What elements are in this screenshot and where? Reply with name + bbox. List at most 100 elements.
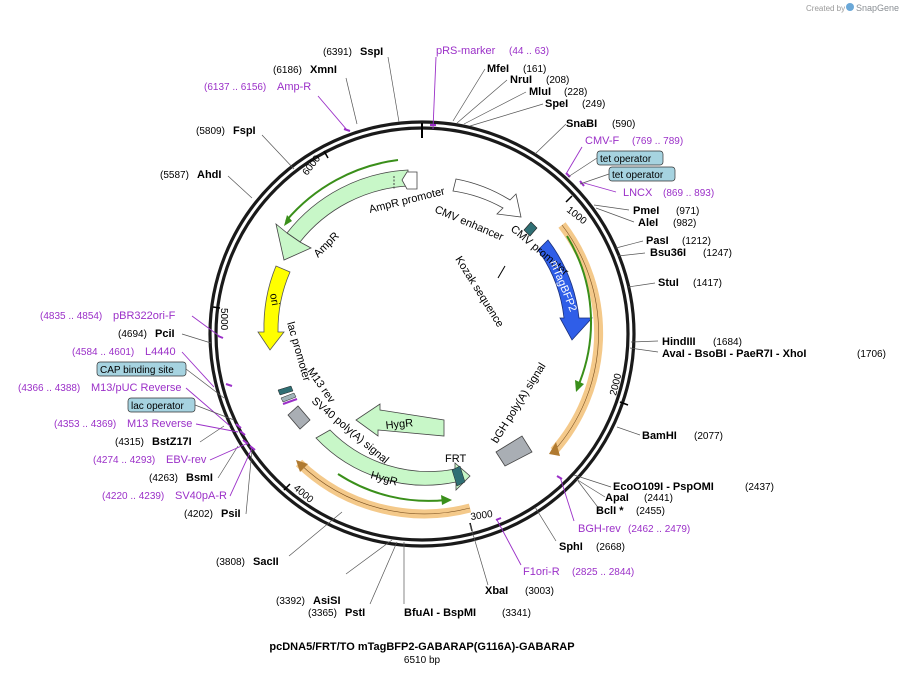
green-line-right — [566, 235, 593, 385]
site-pos-ecoo109i: (2437) — [745, 482, 774, 493]
cap-binding-box — [277, 385, 294, 396]
backbone-outer-ring — [208, 120, 636, 548]
site-pos-bstz17i: (4315) — [115, 437, 144, 448]
green-line-right-head — [575, 380, 584, 392]
site-name-bsmi: BsmI — [186, 472, 213, 484]
site-name-fspi: FspI — [233, 125, 256, 137]
lac-operator-box — [280, 392, 297, 403]
site-name-mfei: MfeI — [487, 63, 509, 75]
site-name-bsu36i: Bsu36I — [650, 247, 686, 259]
site-pos-bcli: (2455) — [636, 506, 665, 517]
label-bgh-polya: bGH poly(A) signal — [489, 361, 548, 446]
site-pos-nrui: (208) — [546, 75, 569, 86]
site-pos-ahdi: (5587) — [160, 170, 189, 181]
site-name-xbai: XbaI — [485, 585, 508, 597]
site-name-ahdi: AhdI — [197, 169, 221, 181]
ori-arrow — [257, 265, 291, 351]
label-ampr: AmpR — [312, 230, 342, 260]
lac-operator-label: lac operator — [131, 401, 184, 412]
primer-pos-bgh-rev: (2462 .. 2479) — [628, 524, 690, 535]
site-name-stui: StuI — [658, 277, 679, 289]
plasmid-length: 6510 bp — [404, 655, 441, 666]
site-pos-sphi: (2668) — [596, 542, 625, 553]
tick-5000 — [212, 306, 221, 309]
site-name-sphi: SphI — [559, 541, 583, 553]
orange-arc-bottom-edge — [298, 462, 471, 515]
credit-text: Created by — [806, 4, 845, 13]
primer-pos-m13-reverse: (4353 .. 4369) — [54, 419, 116, 430]
tick-label-2000: 2000 — [608, 372, 624, 397]
tick-label-3000: 3000 — [470, 509, 494, 523]
site-name-bfuai: BfuAI - BspMI — [404, 607, 476, 619]
site-pos-sacii: (3808) — [216, 557, 245, 568]
site-name-psii: PsiI — [221, 508, 241, 520]
brand-text: SnapGene — [856, 3, 899, 13]
orange-arc-bottom-head — [296, 460, 308, 472]
primer-name-pbr322ori-f: pBR322ori-F — [113, 310, 176, 322]
site-name-mlui: MluI — [529, 86, 551, 98]
site-name-hindiii: HindIII — [662, 336, 696, 348]
primer-name-f1ori-r: F1ori-R — [523, 566, 560, 578]
label-ori: ori — [267, 292, 281, 306]
ampr-cds-line-head — [284, 215, 292, 226]
site-name-snabi: SnaBI — [566, 118, 597, 130]
site-pos-bamhi: (2077) — [694, 431, 723, 442]
site-name-avai: AvaI - BsoBI - PaeR7I - XhoI — [662, 348, 806, 360]
site-pos-psii: (4202) — [184, 509, 213, 520]
tick-6000 — [323, 150, 329, 159]
site-pos-xmni: (6186) — [273, 65, 302, 76]
primer-pos-sv40pa-r: (4220 .. 4239) — [102, 491, 164, 502]
primer-name-sv40pa-r: SV40pA-R — [175, 490, 227, 502]
site-pos-psti: (3365) — [308, 608, 337, 619]
primer-pos-ebv-rev: (4274 .. 4293) — [93, 455, 155, 466]
primer-pos-amp-r: (6137 .. 6156) — [204, 82, 266, 93]
boxed-leader-lines — [185, 157, 610, 421]
site-name-spei: SpeI — [545, 98, 568, 110]
tick-4000 — [283, 483, 291, 491]
hygr-green-line-head — [441, 495, 452, 505]
primer-name-m13-reverse: M13 Reverse — [127, 418, 192, 430]
site-pos-pmei: (971) — [676, 206, 699, 217]
site-pos-stui: (1417) — [693, 278, 722, 289]
site-pos-fspi: (5809) — [196, 126, 225, 137]
primer-pos-f1ori-r: (2825 .. 2844) — [572, 567, 634, 578]
cmv-enhancer-arrow — [452, 178, 522, 218]
kozak-line — [497, 265, 506, 279]
site-name-pcii: PciI — [155, 328, 175, 340]
primer-pos-pbr322ori-f: (4835 .. 4854) — [40, 311, 102, 322]
m13-rev-primer-mark — [282, 398, 298, 405]
site-pos-sspi: (6391) — [323, 47, 352, 58]
hygr-green-line — [337, 473, 447, 502]
site-name-pmei: PmeI — [633, 205, 659, 217]
site-name-ecoo109i: EcoO109I - PspOMI — [613, 481, 714, 493]
orange-arc-right-edge — [553, 224, 599, 452]
tick-label-5000: 5000 — [218, 308, 229, 331]
primer-name-lncx: LNCX — [623, 187, 653, 199]
site-pos-pcii: (4694) — [118, 329, 147, 340]
site-pos-bsmi: (4263) — [149, 473, 178, 484]
ampr-promoter-arrow — [401, 171, 418, 190]
primer-pos-m13-puc: (4366 .. 4388) — [18, 383, 80, 394]
site-name-nrui: NruI — [510, 74, 532, 86]
leader-lines — [181, 56, 659, 605]
primer-name-prs-marker: pRS-marker — [436, 45, 496, 57]
site-name-bamhi: BamHI — [642, 430, 677, 442]
tet-operator-2-label: tet operator — [612, 170, 664, 181]
primer-pos-lncx: (869 .. 893) — [663, 188, 714, 199]
site-name-psti: PstI — [345, 607, 365, 619]
cmv-promoter-box — [523, 221, 538, 237]
label-hygr-small: HygR — [385, 417, 414, 432]
tick-2000 — [619, 401, 629, 406]
site-pos-hindiii: (1684) — [713, 337, 742, 348]
site-name-bstz17i: BstZ17I — [152, 436, 192, 448]
site-name-asisi: AsiSI — [313, 595, 341, 607]
primer-pos-cmv-f: (769 .. 789) — [632, 136, 683, 147]
site-pos-asisi: (3392) — [276, 596, 305, 607]
site-name-apai: ApaI — [605, 492, 629, 504]
tet-operator-1-label: tet operator — [600, 154, 652, 165]
label-frt: FRT — [445, 453, 466, 465]
primer-leader-lines — [181, 56, 617, 566]
ampr-cds-line — [285, 159, 399, 222]
label-cmv-enhancer: CMV enhancer — [433, 204, 506, 244]
